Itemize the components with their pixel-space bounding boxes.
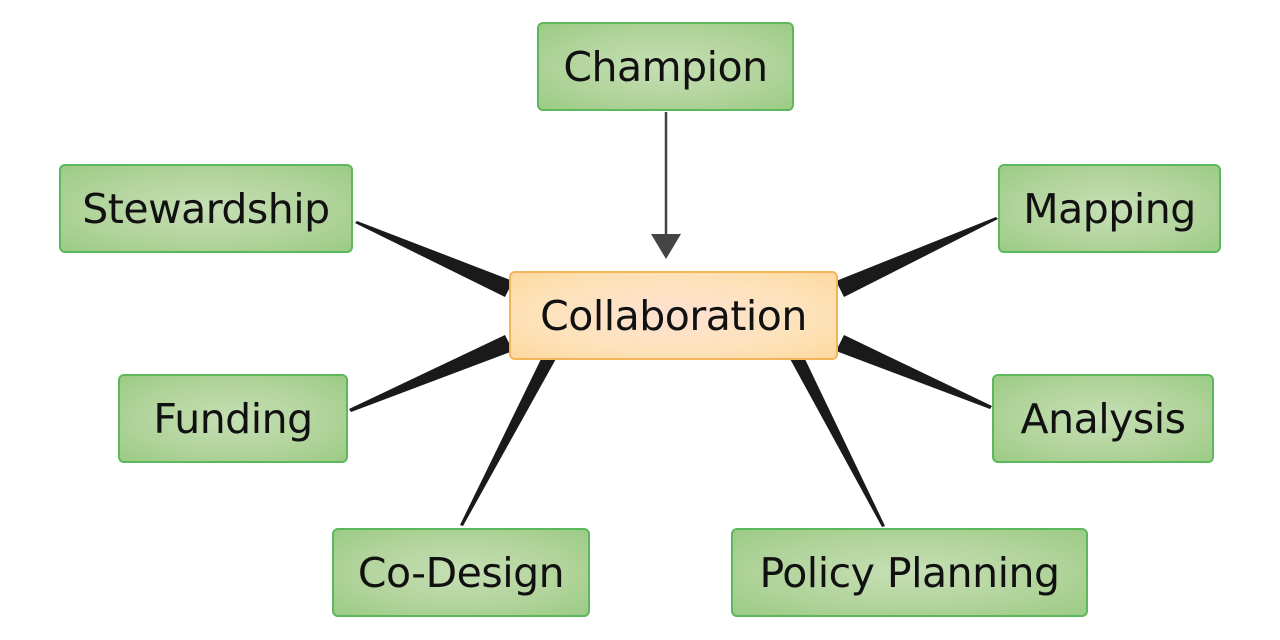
node-policy-planning: Policy Planning [731,528,1088,617]
node-funding: Funding [118,374,348,463]
node-champion-label: Champion [563,42,768,91]
link-stewardship [355,221,513,297]
link-codesign [460,357,557,526]
node-analysis: Analysis [992,374,1214,463]
node-mapping-label: Mapping [1023,184,1196,233]
node-stewardship: Stewardship [59,164,353,253]
node-collaboration: Collaboration [509,271,838,360]
link-mapping [836,217,998,297]
link-funding [349,335,513,412]
node-codesign-label: Co-Design [357,548,565,597]
node-champion: Champion [537,22,794,111]
node-analysis-label: Analysis [1020,394,1186,443]
link-analysis [836,335,992,409]
node-collaboration-label: Collaboration [540,291,807,340]
node-mapping: Mapping [998,164,1221,253]
arrow-champion-head [651,234,681,259]
link-policy [789,357,885,527]
node-stewardship-label: Stewardship [82,184,330,233]
node-policy-planning-label: Policy Planning [759,548,1060,597]
node-funding-label: Funding [153,394,313,443]
node-codesign: Co-Design [332,528,590,617]
